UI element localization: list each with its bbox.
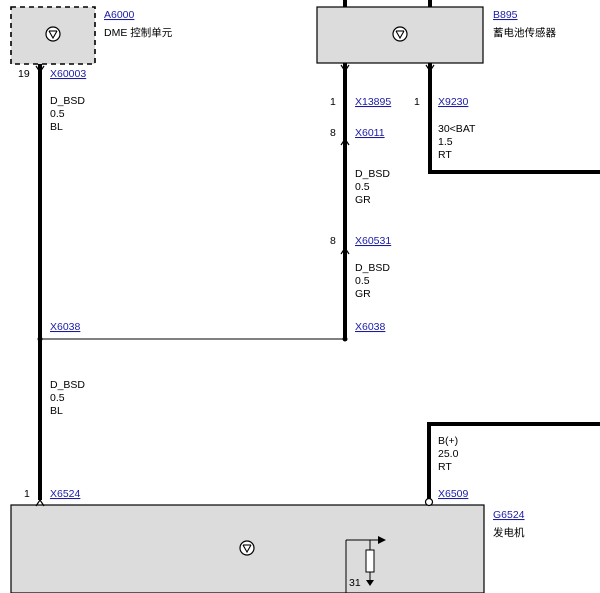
wire-label-w1: D_BSD 0.5 BL [50, 95, 85, 133]
generator-id-link[interactable]: G6524 [493, 509, 525, 521]
svg-text:0.5: 0.5 [355, 181, 370, 193]
svg-text:0.5: 0.5 [355, 275, 370, 287]
dme-control-unit-box[interactable] [10, 6, 96, 65]
svg-text:0.5: 0.5 [50, 108, 65, 120]
ground-pin-label: 31 [349, 577, 361, 589]
svg-text:D_BSD: D_BSD [50, 95, 85, 107]
battery-sensor-name-label: 蓄电池传感器 [493, 26, 556, 39]
connector-x6011-link[interactable]: X6011 [355, 127, 385, 139]
connector-x6038-left-link[interactable]: X6038 [50, 321, 81, 333]
wire-label-w3: D_BSD 0.5 GR [355, 262, 390, 300]
svg-text:D_BSD: D_BSD [355, 168, 390, 180]
svg-text:BL: BL [50, 121, 63, 133]
generator-box[interactable] [10, 504, 485, 593]
component-symbol-icon [45, 26, 61, 42]
generator-name-label: 发电机 [493, 526, 525, 539]
connector-x60003-link[interactable]: X60003 [50, 68, 86, 80]
svg-text:B(+): B(+) [438, 435, 458, 447]
connector-x6509-link[interactable]: X6509 [438, 488, 469, 500]
pin-label: 1 [330, 96, 336, 108]
pin-label: 19 [18, 68, 30, 80]
component-symbol-icon [392, 26, 408, 42]
svg-text:BL: BL [50, 405, 63, 417]
pin-label: 1 [414, 96, 420, 108]
generator-internal-circuit [345, 536, 386, 593]
svg-text:GR: GR [355, 194, 371, 206]
connector-x60531-link[interactable]: X60531 [355, 235, 391, 247]
connector-x9230-link[interactable]: X9230 [438, 96, 469, 108]
connector-x6524-link[interactable]: X6524 [50, 488, 81, 500]
svg-text:RT: RT [438, 461, 452, 473]
dme-name-label: DME 控制单元 [104, 26, 173, 39]
pin-label: 8 [330, 235, 336, 247]
wire-label-w5: 30<BAT 1.5 RT [438, 123, 476, 161]
connector-marks [35, 64, 435, 507]
svg-text:30<BAT: 30<BAT [438, 123, 476, 135]
component-symbol-icon [239, 540, 255, 556]
svg-text:0.5: 0.5 [50, 392, 65, 404]
svg-text:25.0: 25.0 [438, 448, 459, 460]
svg-text:D_BSD: D_BSD [50, 379, 85, 391]
svg-text:GR: GR [355, 288, 371, 300]
pin-label: 8 [330, 127, 336, 139]
connector-x6038-right-link[interactable]: X6038 [355, 321, 386, 333]
connector-x13895-link[interactable]: X13895 [355, 96, 391, 108]
wire-generator-b-plus [424, 422, 600, 507]
wire-label-w2: D_BSD 0.5 GR [355, 168, 390, 206]
wire-horizontal-splice [37, 336, 348, 342]
wire-battery-feed [428, 0, 600, 174]
battery-sensor-box[interactable] [316, 6, 484, 64]
svg-text:RT: RT [438, 149, 452, 161]
svg-text:D_BSD: D_BSD [355, 262, 390, 274]
wire-label-w6: B(+) 25.0 RT [438, 435, 459, 473]
battery-sensor-id-link[interactable]: B895 [493, 9, 518, 21]
dme-id-link[interactable]: A6000 [104, 9, 135, 21]
svg-text:1.5: 1.5 [438, 136, 453, 148]
pin-label: 1 [24, 488, 30, 500]
wire-label-w4: D_BSD 0.5 BL [50, 379, 85, 417]
